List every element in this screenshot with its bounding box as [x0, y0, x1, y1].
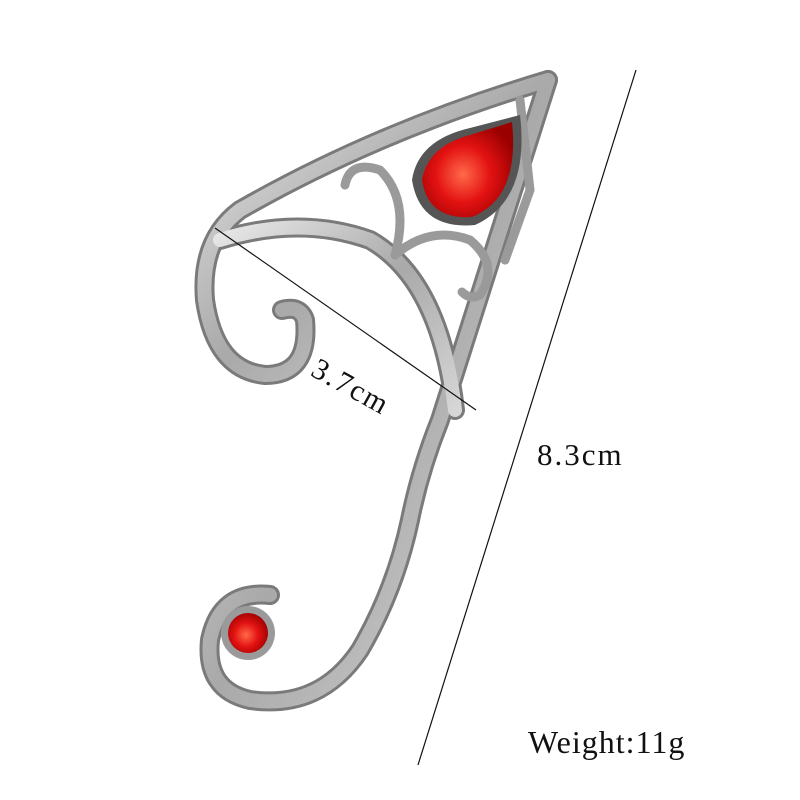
round-gem — [221, 606, 275, 660]
width-measure-line — [214, 227, 477, 411]
ear-cuff-body — [194, 70, 558, 712]
height-measure-line — [417, 69, 637, 766]
height-label: 8.3cm — [537, 437, 624, 472]
teardrop-gem — [412, 115, 522, 226]
weight-label: Weight:11g — [528, 724, 686, 760]
